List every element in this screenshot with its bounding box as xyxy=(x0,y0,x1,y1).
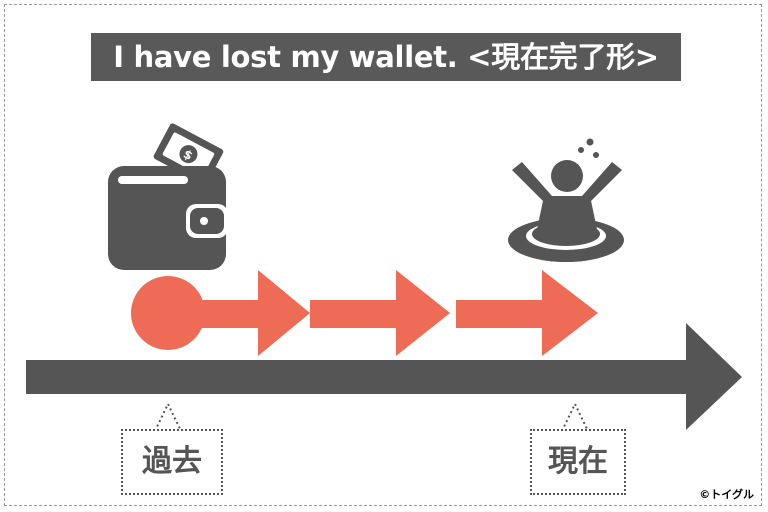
diagram-title: I have lost my wallet. <現在完了形> xyxy=(91,33,681,81)
present-label: 現在 xyxy=(530,429,626,495)
arrow-segment-1 xyxy=(258,270,310,356)
start-point-marker xyxy=(131,276,205,350)
wallet-with-money-icon: $ xyxy=(108,123,228,270)
label-pointers xyxy=(154,401,589,432)
progress-arrow-sequence xyxy=(131,270,598,356)
timeline-arrow xyxy=(26,323,742,430)
copyright-text: ©トイグル xyxy=(699,488,754,501)
person-falling-in-hole-icon xyxy=(508,138,624,262)
arrow-segment-3 xyxy=(542,270,598,356)
diagram-frame xyxy=(4,4,762,506)
arrow-segment-2 xyxy=(396,270,450,356)
past-label: 過去 xyxy=(121,429,223,495)
